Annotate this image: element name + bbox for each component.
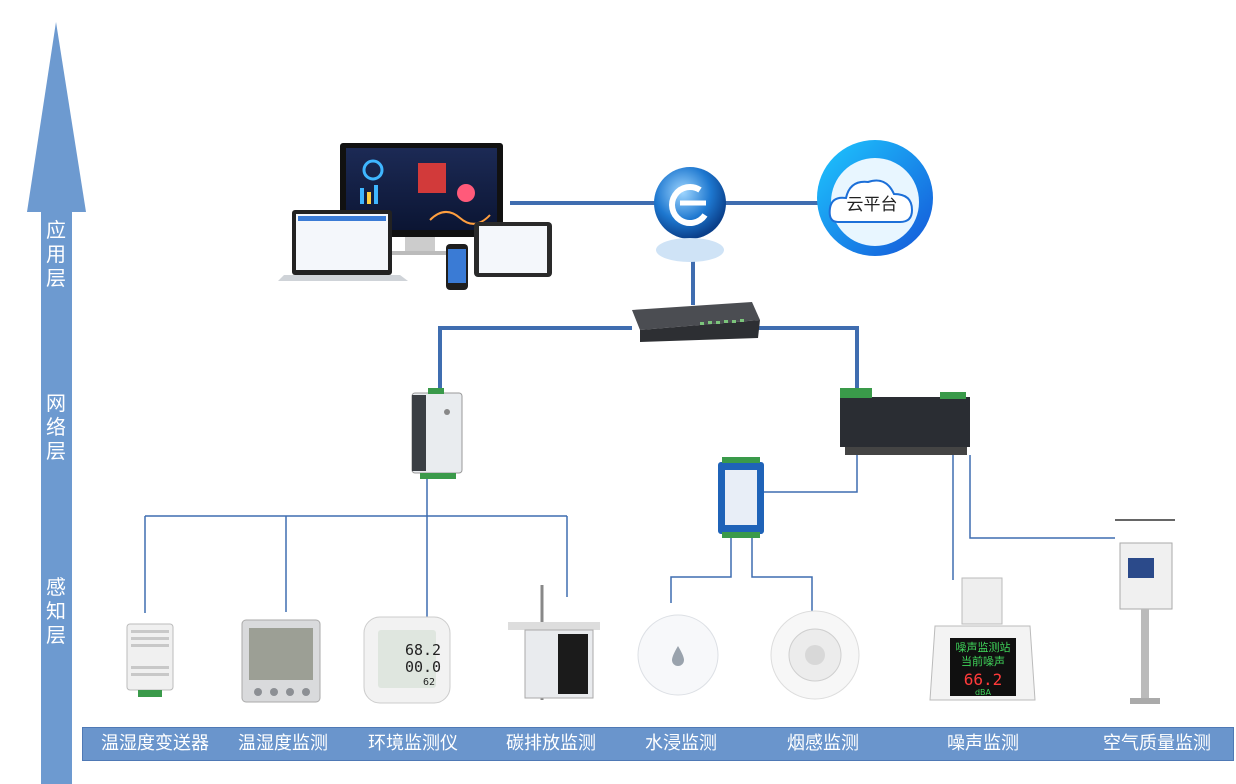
temperature-humidity-transmitter-icon xyxy=(126,623,174,697)
layer-arrow xyxy=(27,22,86,784)
device-label-th-monitor: 温湿度监测 xyxy=(238,733,328,754)
carbon-emission-monitor-icon xyxy=(508,585,600,700)
controller-module-icon xyxy=(840,388,970,455)
env-monitor-reading-3: 62 xyxy=(423,677,435,688)
noise-display-line-1: 噪声监测站 xyxy=(956,640,1011,654)
noise-monitor-icon xyxy=(929,577,1036,701)
device-label-env-monitor: 环境监测仪 xyxy=(368,733,458,754)
gateway-module-icon xyxy=(411,388,463,479)
tablet-icon xyxy=(474,222,552,277)
network-switch-icon xyxy=(632,302,760,342)
converter-module-icon xyxy=(718,457,764,538)
temperature-humidity-monitor-icon xyxy=(241,619,321,703)
layer-application: 应 用 层 xyxy=(46,218,66,290)
smoke-sensor-icon xyxy=(770,610,860,700)
device-label-noise: 噪声监测 xyxy=(947,733,1019,754)
layer-perception: 感 知 层 xyxy=(46,575,66,647)
water-leak-sensor-icon xyxy=(637,614,719,696)
noise-display-unit: dBA xyxy=(975,688,992,697)
cloud-platform-icon xyxy=(817,140,933,256)
internet-globe-icon xyxy=(654,167,726,262)
env-monitor-reading-2: 00.0 xyxy=(405,658,441,676)
laptop-icon xyxy=(278,210,408,281)
device-label-water-leak: 水浸监测 xyxy=(645,733,717,754)
phone-icon xyxy=(446,244,468,290)
device-label-carbon: 碳排放监测 xyxy=(506,733,596,754)
cloud-platform-label: 云平台 xyxy=(846,195,898,215)
env-monitor-reading-1: 68.2 xyxy=(405,641,441,659)
layer-network: 网 络 层 xyxy=(46,391,66,463)
environment-monitor-icon xyxy=(363,616,451,704)
device-label-air-quality: 空气质量监测 xyxy=(1103,733,1211,754)
air-quality-monitor-icon xyxy=(1115,519,1175,704)
device-label-bar xyxy=(82,727,1234,761)
device-label-smoke: 烟感监测 xyxy=(787,733,859,754)
sensor-links xyxy=(144,455,1115,618)
device-label-th-transmitter: 温湿度变送器 xyxy=(101,733,209,754)
noise-display-value: 66.2 xyxy=(964,670,1003,689)
noise-display-line-2: 当前噪声 xyxy=(961,654,1005,668)
